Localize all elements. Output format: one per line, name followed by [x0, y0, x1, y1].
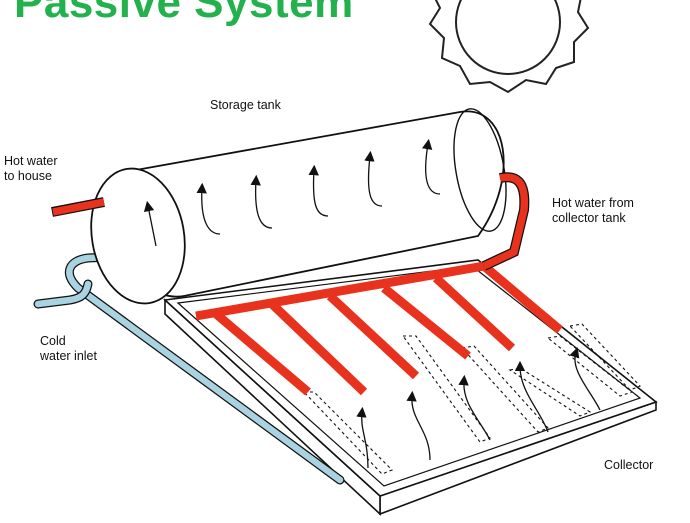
- hot-water-out-pipe: [52, 198, 105, 216]
- storage-tank: [90, 108, 507, 305]
- cold-water-label: Cold water inlet: [40, 334, 97, 364]
- storage-tank-label: Storage tank: [210, 98, 281, 112]
- cold-water-label-line1: Cold: [40, 334, 66, 348]
- hot-water-collector-label: Hot water from collector tank: [552, 196, 634, 226]
- hot-water-house-label: Hot water to house: [4, 154, 58, 184]
- cold-water-pipe: [33, 251, 345, 485]
- sun-icon: [428, 0, 590, 94]
- hot-water-house-label-line1: Hot water: [4, 154, 58, 168]
- hot-water-collector-label-line1: Hot water from: [552, 196, 634, 210]
- diagram-title: Passive System: [14, 0, 354, 27]
- hot-water-house-label-line2: to house: [4, 169, 52, 183]
- hot-riser-pipes: [195, 261, 563, 396]
- collector-panel: [163, 259, 658, 516]
- collector-label: Collector: [604, 458, 654, 472]
- cold-water-label-line2: water inlet: [40, 349, 97, 363]
- collector-return-pipe: [481, 172, 530, 271]
- hot-water-collector-label-line2: collector tank: [552, 211, 626, 225]
- collector-leader: [532, 456, 600, 464]
